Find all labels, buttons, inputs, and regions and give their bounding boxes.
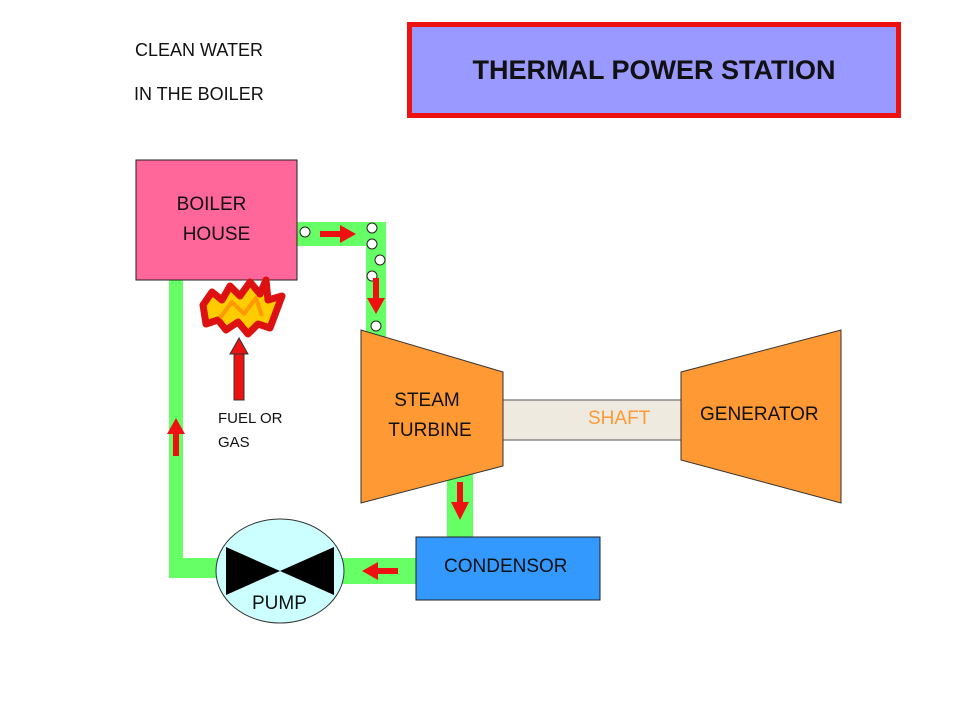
- generator-label: GENERATOR: [700, 404, 819, 425]
- steam-turbine-label-line: STEAM: [394, 390, 460, 411]
- shaft-label: SHAFT: [588, 408, 651, 429]
- title-banner: THERMAL POWER STATION: [407, 22, 901, 118]
- pump-valve-symbol: [280, 547, 334, 595]
- steam-bubble: [370, 320, 382, 332]
- steam-bubble: [299, 226, 311, 238]
- fuel-label-line: FUEL OR: [218, 410, 283, 427]
- flow-arrow-up: [167, 418, 185, 456]
- note-line: IN THE BOILER: [134, 84, 264, 104]
- flame-icon: [199, 276, 286, 338]
- fuel-label-line: GAS: [218, 434, 250, 451]
- fuel-label: FUEL OR GAS: [218, 407, 282, 455]
- steam-bubble: [374, 254, 386, 266]
- condensor-box: [415, 536, 601, 601]
- generator-shape: [680, 329, 842, 504]
- pump-label: PUMP: [252, 593, 307, 614]
- steam-bubble: [366, 238, 378, 250]
- page-title: THERMAL POWER STATION: [472, 54, 836, 85]
- steam-turbine-label: STEAM TURBINE: [370, 386, 490, 446]
- boiler-label-line: HOUSE: [182, 224, 251, 245]
- pump-valve-symbol: [226, 547, 280, 595]
- flow-arrow-down: [451, 482, 469, 520]
- steam-turbine-label-line: TURBINE: [388, 420, 472, 441]
- condensor-label: CONDENSOR: [444, 556, 568, 577]
- boiler-house-box: [135, 159, 298, 281]
- flow-arrow-down: [367, 278, 385, 314]
- note-line: CLEAN WATER: [135, 40, 264, 60]
- steam-turbine-shape: [360, 329, 504, 504]
- fuel-arrow-up: [229, 336, 249, 401]
- boiler-label-line: BOILER: [176, 194, 247, 215]
- flow-arrow-right: [320, 225, 356, 243]
- flow-arrow-left: [362, 562, 398, 580]
- shaft-bar: [502, 399, 684, 441]
- boiler-label: BOILER HOUSE: [136, 190, 297, 250]
- steam-bubble: [366, 222, 378, 234]
